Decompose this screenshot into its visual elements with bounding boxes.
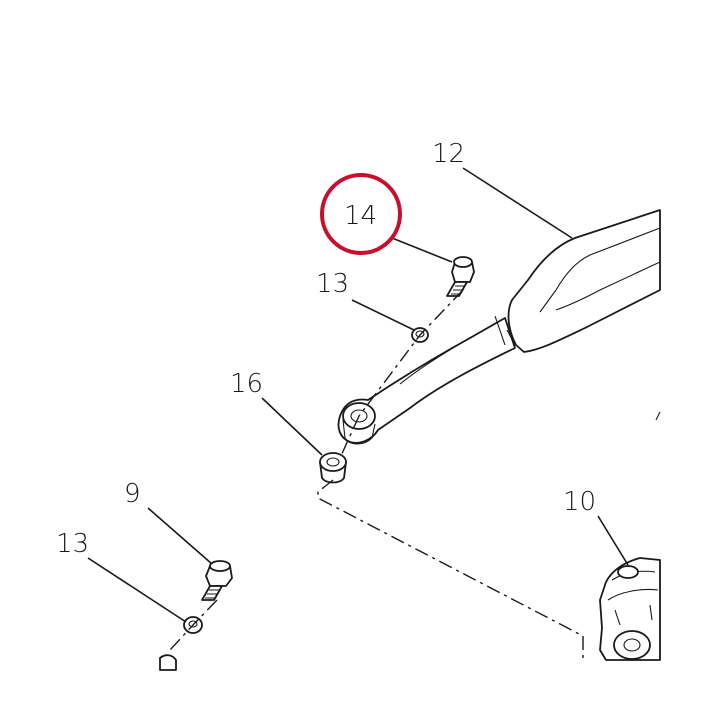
callout-13-lower: 13 bbox=[56, 529, 89, 559]
edge-tick bbox=[655, 411, 661, 421]
callout-13-upper: 13 bbox=[316, 269, 349, 299]
callout-10: 10 bbox=[563, 487, 596, 517]
leader-14 bbox=[391, 237, 453, 263]
axis-line-middle bbox=[339, 415, 360, 459]
axis-line-lower bbox=[317, 479, 584, 658]
part-fragment-bottom-left bbox=[159, 654, 177, 671]
callout-14: 14 bbox=[344, 201, 377, 231]
leader-9 bbox=[147, 507, 213, 565]
part-10-assembly bbox=[599, 557, 661, 661]
callout-12: 12 bbox=[432, 139, 465, 169]
callout-16: 16 bbox=[230, 369, 263, 399]
leader-16 bbox=[261, 397, 323, 456]
part-16-bushing bbox=[319, 452, 347, 484]
axis-line-left bbox=[169, 599, 218, 651]
part-14-screw bbox=[446, 256, 475, 297]
leader-13b bbox=[87, 557, 187, 623]
highlight-circle-14 bbox=[320, 173, 402, 255]
axis-line-upper bbox=[358, 289, 464, 417]
callout-9: 9 bbox=[124, 479, 141, 509]
leader-10 bbox=[597, 515, 629, 566]
part-12-housing bbox=[507, 209, 661, 353]
part-9-screw bbox=[201, 560, 233, 601]
leader-13a bbox=[351, 299, 415, 331]
leader-12 bbox=[462, 167, 573, 239]
